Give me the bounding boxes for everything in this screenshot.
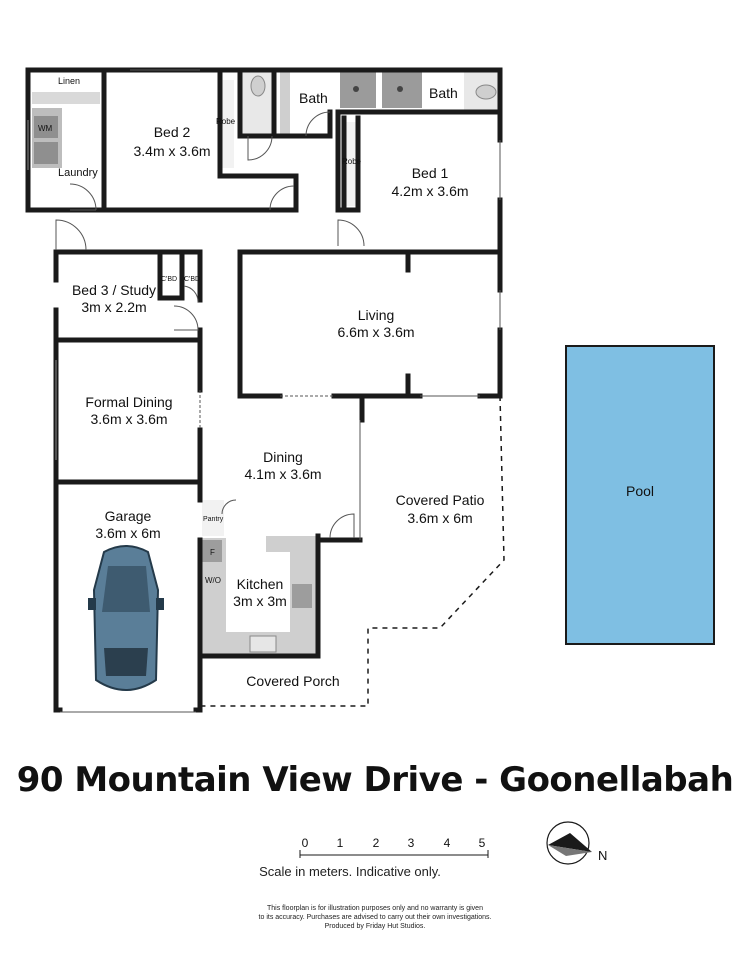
scale-caption: Scale in meters. Indicative only. (259, 864, 441, 879)
label-bath-a: Bath (299, 90, 328, 106)
label-linen: Linen (58, 76, 80, 86)
label-cbd-2: C'BD (184, 276, 200, 283)
toilet-fixture-b (475, 84, 497, 100)
shower-drain-a (353, 86, 359, 92)
north-label: N (598, 848, 607, 863)
label-laundry: Laundry (58, 167, 98, 179)
cooktop (292, 584, 312, 608)
label-wm: WM (38, 124, 53, 133)
car-icon (88, 545, 164, 691)
vanity-a (280, 70, 290, 134)
label-bed3: Bed 3 / Study (72, 282, 156, 298)
fridge (202, 540, 222, 562)
washing-machine (34, 116, 58, 138)
disclaimer-line: to its accuracy. Purchases are advised t… (258, 914, 492, 921)
label-bath-b: Bath (429, 85, 458, 101)
walls (25, 67, 503, 713)
label-bed2: Bed 2 (154, 124, 191, 140)
label-bed3-size: 3m x 2.2m (81, 299, 146, 315)
label-bed2-size: 3.4m x 3.6m (133, 143, 210, 159)
label-pool: Pool (626, 483, 654, 499)
disclaimer: This floorplan is for illustration purpo… (200, 904, 550, 931)
patio-outline (200, 395, 505, 707)
label-bed1: Bed 1 (412, 165, 449, 181)
label-living: Living (358, 307, 395, 323)
disclaimer-line: This floorplan is for illustration purpo… (267, 905, 483, 912)
label-cbd-1: C'BD (161, 276, 177, 283)
label-formal-dining: Formal Dining (85, 394, 172, 410)
scale-bar (299, 850, 489, 858)
scale-tick: 2 (373, 836, 380, 850)
kitchen-sink (249, 635, 277, 653)
doors-windows (27, 69, 501, 713)
scale-tick: 3 (408, 836, 415, 850)
label-covered-patio: Covered Patio (396, 492, 485, 508)
pool-shape (565, 345, 715, 645)
label-pantry: Pantry (203, 516, 224, 523)
scale-tick: 4 (444, 836, 451, 850)
scale-tick: 1 (337, 836, 344, 850)
robe-bed2 (222, 80, 234, 168)
linen-shelf (32, 92, 100, 104)
label-living-size: 6.6m x 3.6m (337, 324, 414, 340)
page-title: 90 Mountain View Drive - Goonellabah (16, 760, 734, 800)
shower-drain-b (397, 86, 403, 92)
label-kitchen-size: 3m x 3m (233, 593, 287, 609)
kitchen-island-top (266, 536, 316, 552)
label-covered-patio-size: 3.6m x 6m (407, 510, 472, 526)
laundry-tub (34, 142, 58, 164)
scale-tick: 5 (479, 836, 486, 850)
pantry (202, 500, 224, 536)
label-wo: W/O (205, 576, 221, 585)
label-kitchen: Kitchen (237, 576, 284, 592)
scale-tick: 0 (302, 836, 309, 850)
label-dining-size: 4.1m x 3.6m (244, 466, 321, 482)
label-garage-size: 3.6m x 6m (95, 525, 160, 541)
label-covered-porch: Covered Porch (246, 673, 339, 689)
robe-bed1 (344, 122, 358, 206)
label-bed1-robe: Robe (342, 157, 362, 166)
north-arrow-icon (546, 821, 592, 865)
label-fridge: F (210, 548, 215, 557)
label-bed1-size: 4.2m x 3.6m (391, 183, 468, 199)
toilet-fixture (250, 75, 266, 97)
label-formal-dining-size: 3.6m x 3.6m (90, 411, 167, 427)
label-bed2-robe: Robe (216, 117, 236, 126)
label-garage: Garage (105, 508, 152, 524)
label-dining: Dining (263, 449, 303, 465)
disclaimer-line: Produced by Friday Hut Studios. (324, 923, 426, 930)
